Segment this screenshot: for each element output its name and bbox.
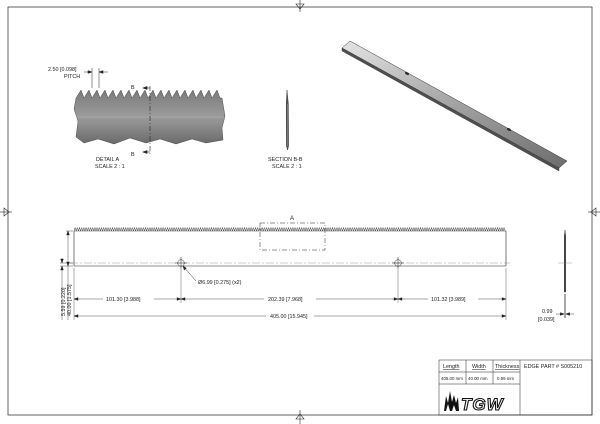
isometric-view <box>341 40 568 172</box>
detail-a-callout-box <box>259 222 326 251</box>
iso-hole-right <box>506 127 512 132</box>
hole-right <box>392 257 404 269</box>
section-bb-title: SECTION B-B <box>268 157 303 163</box>
length-value: 405.00 mm <box>441 376 463 381</box>
dim-left-offset: 101.30 [3.988] <box>106 297 141 303</box>
thickness-value: 0.99 mm <box>497 376 514 381</box>
hole-left <box>175 257 187 269</box>
section-marker-top: B <box>131 85 135 91</box>
width-label: Width <box>472 364 486 370</box>
hole-dimension-lines <box>73 297 507 301</box>
dim-hole-height: 5.59 [0.220] <box>61 287 67 316</box>
side-view: 0.99 [0.039] <box>538 229 574 323</box>
pitch-dimension <box>84 68 108 88</box>
blade-outline <box>73 230 507 267</box>
tgw-logo-flame-inner-2 <box>452 405 456 411</box>
tgw-logo-flame-icon <box>444 391 459 411</box>
dim-thickness-value: 0.99 <box>542 309 553 315</box>
dim-height: 40.00 [1.575] <box>67 284 73 316</box>
thickness-dimension <box>556 294 574 318</box>
blade-teeth <box>73 226 506 232</box>
section-bb-scale: SCALE 2 : 1 <box>272 164 302 170</box>
length-label: Length <box>443 364 460 370</box>
width-value: 40.00 mm <box>468 376 488 381</box>
detail-a-title: DETAIL A <box>96 157 119 163</box>
pitch-label: PITCH <box>64 74 80 80</box>
part-number: EDGE PART # S005210 <box>524 364 582 370</box>
overall-dimension-line <box>73 314 507 318</box>
title-block: Length Width Thickness 405.00 mm 40.00 m… <box>438 359 593 416</box>
hole-callout: Ø6.99 [0.275] (x2) <box>198 280 242 286</box>
iso-hole-left <box>404 71 410 76</box>
main-view: A Ø6.99 [0.275] (x2) <box>60 216 510 320</box>
dim-right-offset: 101.32 [3.989] <box>431 297 466 303</box>
hole-leader <box>182 265 197 282</box>
sheet-border <box>7 6 593 416</box>
dim-thickness-inch: [0.039] <box>538 317 555 323</box>
tgw-logo-text: TGW <box>461 395 505 414</box>
tgw-logo-flame-inner <box>446 404 450 411</box>
iso-strip-top <box>341 40 568 169</box>
iso-strip-edge <box>341 47 560 172</box>
dim-overall-length: 405.00 [15.945] <box>270 314 308 320</box>
tgw-logo: TGW <box>444 391 505 415</box>
thickness-label: Thickness <box>495 364 520 370</box>
detail-a-view: 2.50 [0.098] PITCH B B DETAIL A SCALE 2 … <box>48 67 226 170</box>
detail-a-callout-label: A <box>290 216 294 222</box>
detail-a-scale: SCALE 2 : 1 <box>95 164 125 170</box>
dim-hole-spacing: 202.39 [7.968] <box>268 297 303 303</box>
section-bb-view: SECTION B-B SCALE 2 : 1 <box>268 89 303 170</box>
vertical-dimensions <box>60 230 73 320</box>
extension-lines <box>73 268 507 320</box>
section-line-b-b <box>142 86 151 154</box>
section-marker-bottom: B <box>131 152 135 158</box>
pitch-value: 2.50 [0.098] <box>48 67 77 73</box>
side-view-profile <box>564 229 566 293</box>
